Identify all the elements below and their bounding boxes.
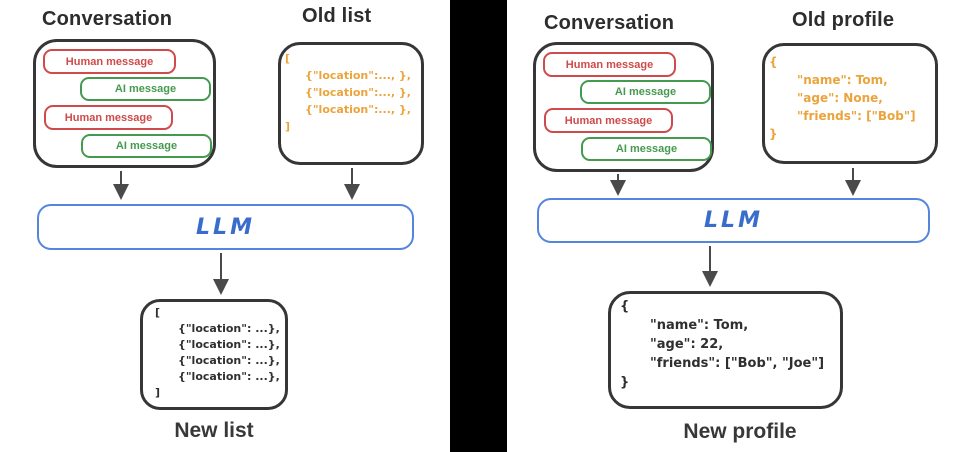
code-line: }: [620, 375, 630, 390]
old-list-box: [278, 42, 424, 165]
old-profile-code: { "name": Tom, "age": None, "friends": […: [769, 53, 916, 143]
code-line: {: [620, 299, 630, 314]
right-llm-box: LLM: [537, 198, 930, 243]
new-profile-box: [608, 291, 843, 409]
ai-message-pill: AI message: [581, 137, 712, 161]
left-llm-box: LLM: [37, 204, 414, 250]
ai-message-pill: AI message: [80, 77, 211, 101]
right-conversation-box: Human message AI message Human message A…: [533, 42, 714, 172]
code-line: {"location":..., },: [305, 86, 411, 99]
code-line: "name": Tom,: [650, 318, 749, 333]
human-message-pill: Human message: [543, 52, 676, 77]
code-line: [: [285, 52, 291, 65]
old-list-code: [ {"location":..., }, {"location":..., }…: [285, 50, 411, 135]
llm-label: LLM: [196, 214, 255, 240]
code-line: ]: [285, 120, 291, 133]
human-message-pill: Human message: [43, 49, 176, 74]
human-message-pill: Human message: [44, 105, 173, 130]
right-conversation-title: Conversation: [544, 12, 675, 34]
new-list-title: New list: [174, 419, 254, 442]
ai-message-pill: AI message: [81, 134, 212, 158]
llm-label: LLM: [704, 208, 763, 233]
code-line: ]: [155, 386, 161, 399]
new-profile-code: { "name": Tom, "age": 22, "friends": ["B…: [620, 297, 824, 392]
code-line: "age": 22,: [650, 337, 724, 352]
code-line: "friends": ["Bob"]: [797, 109, 916, 123]
code-line: "friends": ["Bob", "Joe"]: [650, 356, 825, 371]
old-list-title: Old list: [302, 5, 372, 27]
code-line: {: [769, 55, 778, 69]
new-profile-title: New profile: [683, 420, 797, 443]
old-profile-title: Old profile: [792, 9, 895, 31]
code-line: {"location": ...},: [178, 354, 280, 367]
code-line: }: [769, 127, 778, 141]
code-line: {"location": ...},: [178, 322, 280, 335]
code-line: {"location":..., },: [305, 69, 411, 82]
new-list-box: [140, 299, 288, 410]
code-line: {"location": ...},: [178, 370, 280, 383]
code-line: {"location":..., },: [305, 103, 411, 116]
human-message-pill: Human message: [544, 108, 673, 133]
panel-divider: [450, 0, 507, 452]
code-line: {"location": ...},: [178, 338, 280, 351]
code-line: "name": Tom,: [797, 73, 888, 87]
code-line: [: [155, 306, 161, 319]
new-list-code: [ {"location": ...}, {"location": ...}, …: [155, 305, 280, 401]
ai-message-pill: AI message: [580, 80, 711, 104]
old-profile-box: [762, 43, 938, 164]
code-line: "age": None,: [797, 91, 883, 105]
left-conversation-box: Human message AI message Human message A…: [33, 39, 216, 168]
left-conversation-title: Conversation: [42, 8, 173, 30]
